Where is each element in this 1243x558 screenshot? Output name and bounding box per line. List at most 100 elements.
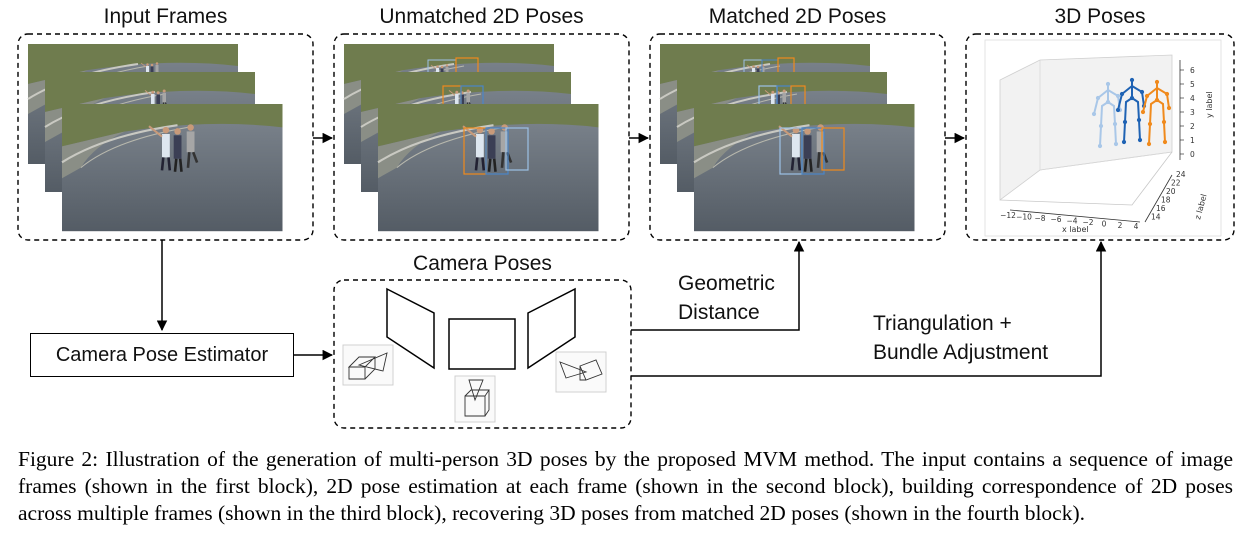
skeleton-joint bbox=[1129, 77, 1135, 83]
unmatched-frames-stack bbox=[343, 43, 600, 233]
skeleton-joint bbox=[1137, 137, 1143, 143]
skeleton-bone bbox=[1124, 101, 1127, 123]
geometric-distance-label-line1: Geometric bbox=[678, 272, 775, 295]
matched-frames-stack bbox=[659, 43, 916, 233]
3d-poses-block bbox=[965, 33, 1235, 241]
skeleton-1 bbox=[1091, 81, 1123, 149]
skeleton-bone bbox=[1123, 121, 1126, 143]
y-tick-label: 1 bbox=[1190, 136, 1195, 145]
skeleton-joint bbox=[1147, 121, 1153, 127]
x-tick-label: 0 bbox=[1102, 219, 1107, 228]
figure-caption: Figure 2: Illustration of the generation… bbox=[18, 447, 1233, 525]
skeleton-bone bbox=[1100, 105, 1103, 127]
y-tick-label: 5 bbox=[1190, 80, 1195, 89]
camera-icons bbox=[342, 344, 607, 423]
skeleton-joint bbox=[1129, 95, 1135, 101]
skeleton-3 bbox=[1140, 79, 1172, 147]
z-tick-label: 24 bbox=[1176, 170, 1186, 179]
skeleton-joint bbox=[1164, 91, 1170, 97]
skeleton-joint bbox=[1113, 141, 1119, 147]
skeleton-joint bbox=[1105, 81, 1111, 87]
camera-poses-title: Camera Poses bbox=[413, 252, 552, 275]
skeleton-joint bbox=[1112, 121, 1118, 127]
camera-frustums bbox=[386, 287, 576, 370]
z-tick-label: 16 bbox=[1156, 204, 1166, 213]
input-frames-block bbox=[17, 33, 314, 241]
triangulation-label-line2: Bundle Adjustment bbox=[873, 341, 1049, 364]
z-tick-label: 18 bbox=[1161, 196, 1171, 205]
skeleton-2 bbox=[1115, 77, 1147, 145]
skeleton-joint bbox=[1115, 93, 1121, 99]
z-tick-label: 20 bbox=[1166, 187, 1176, 196]
skeleton-bone bbox=[1114, 123, 1117, 145]
x-tick-label: −8 bbox=[1034, 214, 1045, 223]
skeleton-joint bbox=[1154, 97, 1160, 103]
camera-pose-estimator-box: Camera Pose Estimator bbox=[30, 333, 294, 377]
skeleton-joint bbox=[1144, 93, 1150, 99]
y-tick-label: 4 bbox=[1190, 94, 1195, 103]
skeleton-bone bbox=[1137, 101, 1140, 121]
skeleton-bone bbox=[1093, 97, 1099, 115]
x-tick-label: 4 bbox=[1134, 222, 1139, 231]
x-axis-label: x label bbox=[1062, 225, 1089, 234]
y-axis-label: y label bbox=[1205, 91, 1214, 118]
skeleton-joint bbox=[1140, 109, 1146, 115]
input-frames-stack bbox=[27, 43, 284, 233]
skeleton-joint bbox=[1115, 107, 1121, 113]
triangulation-label-line1: Triangulation + bbox=[873, 312, 1012, 335]
input-frames-title: Input Frames bbox=[103, 5, 228, 28]
y-tick-label: 6 bbox=[1190, 66, 1195, 75]
y-tick-label: 3 bbox=[1190, 108, 1195, 117]
skeleton-joint bbox=[1119, 91, 1125, 97]
skeleton-bone bbox=[1141, 91, 1145, 107]
x-tick-label: −2 bbox=[1082, 218, 1093, 227]
skeleton-bone bbox=[1166, 93, 1170, 109]
camera-pose-estimator-label: Camera Pose Estimator bbox=[55, 343, 269, 366]
skeleton-joint bbox=[1097, 143, 1103, 149]
geometric-distance-label-line2: Distance bbox=[678, 301, 760, 324]
skeleton-joint bbox=[1095, 95, 1101, 101]
x-tick-label: −6 bbox=[1050, 215, 1061, 224]
skeleton-joint bbox=[1139, 89, 1145, 95]
skeleton-joint bbox=[1154, 79, 1160, 85]
skeleton-joint bbox=[1146, 141, 1152, 147]
y-tick-label: 0 bbox=[1190, 150, 1195, 159]
camera-poses-block bbox=[333, 279, 632, 429]
unmatched-2d-poses-title: Unmatched 2D Poses bbox=[379, 5, 584, 28]
y-tick-label: 2 bbox=[1190, 122, 1195, 131]
skeleton-joint bbox=[1091, 111, 1097, 117]
skeleton-bone bbox=[1162, 103, 1165, 123]
skeleton-bone bbox=[1117, 93, 1123, 111]
skeleton-bone bbox=[1113, 105, 1116, 125]
skeleton-joint bbox=[1105, 99, 1111, 105]
skeleton-bone bbox=[1148, 123, 1151, 145]
skeleton-joint bbox=[1098, 123, 1104, 129]
skeleton-joint bbox=[1122, 119, 1128, 125]
skeleton-bone bbox=[1138, 119, 1141, 141]
skeleton-bone bbox=[1097, 89, 1109, 99]
x-tick-label: −10 bbox=[1016, 212, 1032, 221]
skeleton-bone bbox=[1142, 95, 1148, 113]
matched-2d-poses-title: Matched 2D Poses bbox=[708, 5, 887, 28]
x-tick-label: 2 bbox=[1118, 221, 1123, 230]
z-tick-label: 14 bbox=[1151, 213, 1161, 222]
unmatched-block bbox=[333, 33, 630, 241]
x-tick-label: −4 bbox=[1066, 217, 1077, 226]
matched-block bbox=[649, 33, 946, 241]
skeleton-joint bbox=[1121, 139, 1127, 145]
arrow-camera-to-3d bbox=[631, 240, 1107, 377]
skeleton-bone bbox=[1121, 85, 1133, 95]
3d-poses-title: 3D Poses bbox=[1054, 5, 1146, 28]
skeleton-joint bbox=[1162, 139, 1168, 145]
skeleton-joint bbox=[1161, 119, 1167, 125]
skeleton-bone bbox=[1149, 103, 1152, 125]
skeleton-bone bbox=[1146, 87, 1158, 97]
skeleton-joint bbox=[1166, 105, 1172, 111]
z-tick-label: 22 bbox=[1171, 179, 1181, 188]
skeleton-joint bbox=[1136, 117, 1142, 123]
skeleton-bone bbox=[1163, 121, 1166, 143]
arrow-camera-to-matched bbox=[631, 240, 805, 331]
x-tick-label: −12 bbox=[1000, 211, 1016, 220]
